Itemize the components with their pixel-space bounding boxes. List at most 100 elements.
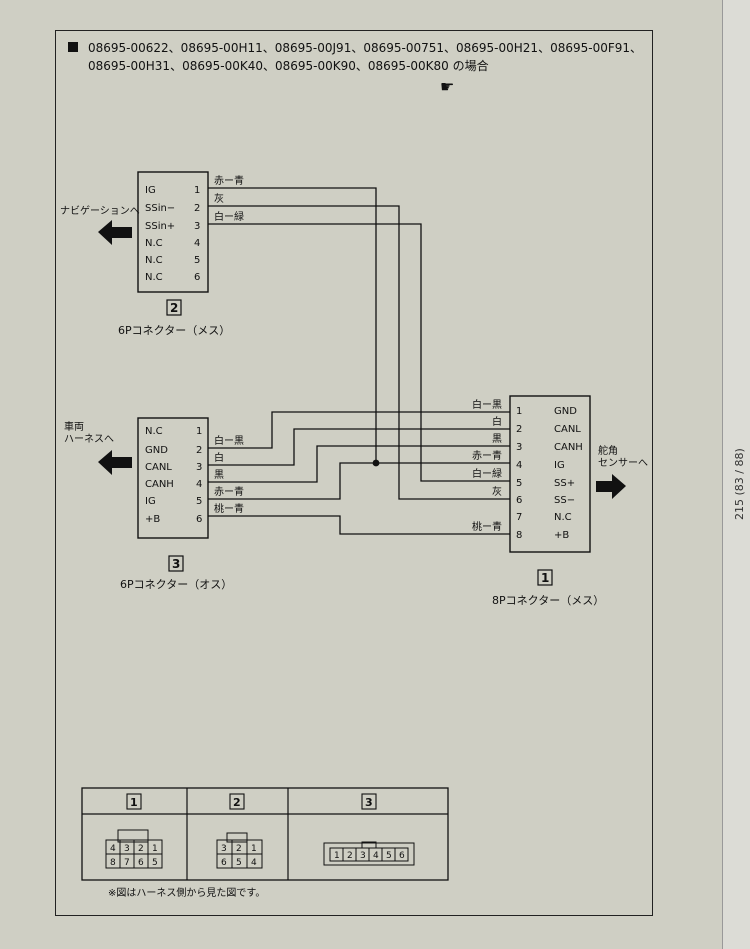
arrow-to-vehicle-harness-icon <box>98 450 132 475</box>
c1-pin3-label: CANH <box>554 442 583 453</box>
c3-wire6-color: 桃ー青 <box>214 502 244 515</box>
c2-pin4-label: N.C <box>145 238 163 249</box>
connector-2-pins: IG SSin− SSin+ N.C N.C N.C 1 2 3 4 5 6 <box>145 185 200 283</box>
c1-pin5-num: 5 <box>516 478 522 489</box>
document-frame <box>55 30 653 916</box>
c3-pin2-num: 2 <box>196 445 202 456</box>
c3-wire2-color: 白ー黒 <box>214 434 244 447</box>
c2-pin2-label: SSin− <box>145 203 175 214</box>
connector-3-number: 3 <box>172 557 180 571</box>
connector-3-number-box <box>168 555 184 572</box>
c1-pin2-label: CANL <box>554 424 581 435</box>
wire-c3-2-gnd <box>208 411 510 449</box>
c1-face-bottom-3: 5 <box>152 858 158 868</box>
c3-face-0: 1 <box>334 851 340 861</box>
header-bullet <box>68 42 78 52</box>
c2-pin3-num: 3 <box>194 221 200 232</box>
connector-2-body <box>137 171 209 293</box>
face-table-border <box>81 787 449 881</box>
c3-pin6-num: 6 <box>196 514 202 525</box>
wire-c3-6-plus-b <box>208 515 510 535</box>
connector-1-caption: 8Pコネクター（メス） <box>492 594 604 607</box>
c1-pin2-num: 2 <box>516 424 522 435</box>
c2-wire3-color: 白ー緑 <box>214 210 244 223</box>
page-indicator: 215 (83 / 88) <box>733 448 746 520</box>
wire-labels: 赤ー青 灰 白ー緑 白ー黒 白 黒 赤ー青 桃ー青 白ー黒 白 黒 赤ー青 白ー… <box>214 174 502 533</box>
c1-pin6-num: 6 <box>516 495 522 506</box>
c1-face-bottom-0: 8 <box>110 858 116 868</box>
wire-c2-3-ssin-plus <box>208 223 510 482</box>
connector-1-destination-line1: 舵角 <box>598 444 618 457</box>
c1-wire4-color: 赤ー青 <box>472 449 502 462</box>
connector-1-number: 1 <box>541 571 549 585</box>
c2-face-bottom-1: 5 <box>236 858 242 868</box>
c3-pin3-num: 3 <box>196 462 202 473</box>
header-line1: 08695-00622、08695-00H11、08695-00J91、0869… <box>88 41 642 55</box>
c1-pin7-num: 7 <box>516 512 522 523</box>
connector-1-body <box>509 395 591 553</box>
wire-c3-5-ig <box>208 462 510 500</box>
wire-junction-dot <box>372 459 380 467</box>
connector-1-pins: 1 2 3 4 5 6 7 8 GND CANL CANH IG SS+ SS−… <box>516 406 583 541</box>
c3-pin3-label: CANL <box>145 462 172 473</box>
c3-pin1-label: N.C <box>145 426 163 437</box>
connector-2-face <box>216 832 263 869</box>
c2-pin5-label: N.C <box>145 255 163 266</box>
c2-pin2-num: 2 <box>194 203 200 214</box>
pointing-hand-icon: ☛ <box>440 77 454 96</box>
connector-2-number: 2 <box>170 301 178 315</box>
connector-2-caption: 6Pコネクター（メス） <box>118 324 230 337</box>
c2-pin3-label: SSin+ <box>145 221 175 232</box>
c3-pin6-label: +B <box>145 514 160 525</box>
c1-wire8-color: 桃ー青 <box>472 520 502 533</box>
c1-face-top-1: 3 <box>124 844 130 854</box>
connector-3-destination-line2: ハーネスへ <box>64 433 114 445</box>
c2-face-top-1: 2 <box>236 844 242 854</box>
c1-wire2-color: 白 <box>492 415 502 428</box>
connector-2-destination: ナビゲーションへ <box>60 205 140 217</box>
c3-face-5: 6 <box>399 851 405 861</box>
wires <box>208 187 510 535</box>
c3-pin4-label: CANH <box>145 479 174 490</box>
harness-view-note: ※図はハーネス側から見た図です。 <box>108 886 265 899</box>
c2-pin1-label: IG <box>145 185 156 196</box>
document-page <box>0 0 722 949</box>
c1-pin7-label: N.C <box>554 512 572 523</box>
c3-wire3-color: 白 <box>214 451 224 464</box>
connector-3-pins: N.C GND CANL CANH IG +B 1 2 3 4 5 6 <box>145 426 202 525</box>
c3-pin5-num: 5 <box>196 496 202 507</box>
connector-3-face <box>323 841 415 866</box>
c3-pin5-label: IG <box>145 496 156 507</box>
c1-pin1-num: 1 <box>516 406 522 417</box>
c2-face-top-0: 3 <box>221 844 227 854</box>
c2-face-bottom-0: 6 <box>221 858 227 868</box>
c3-wire5-color: 赤ー青 <box>214 485 244 498</box>
connector-3-body <box>137 417 209 539</box>
c1-face-top-3: 1 <box>152 844 158 854</box>
face-header-2: 2 <box>233 796 241 809</box>
c1-pin5-label: SS+ <box>554 478 575 489</box>
viewer-sidebar[interactable] <box>722 0 750 949</box>
connector-face-table: 1 2 3 4 3 2 1 8 7 6 5 3 2 1 <box>81 787 449 881</box>
wiring-diagram: 08695-00622、08695-00H11、08695-00J91、0869… <box>60 41 648 899</box>
c1-wire5-color: 白ー緑 <box>472 467 502 480</box>
c2-pin6-label: N.C <box>145 272 163 283</box>
c1-face-top-0: 4 <box>110 844 116 854</box>
wire-c2-1-ig <box>208 187 377 463</box>
connector-1-destination-line2: センサーへ <box>598 457 648 469</box>
c2-wire1-color: 赤ー青 <box>214 174 244 187</box>
c3-pin4-num: 4 <box>196 479 202 490</box>
c1-face-top-2: 2 <box>138 844 144 854</box>
c3-face-4: 5 <box>386 851 392 861</box>
c3-face-3: 4 <box>373 851 379 861</box>
c1-pin6-label: SS− <box>554 495 575 506</box>
c2-pin6-num: 6 <box>194 272 200 283</box>
c3-wire4-color: 黒 <box>214 469 224 481</box>
c3-pin2-label: GND <box>145 445 168 456</box>
c2-pin4-num: 4 <box>194 238 200 249</box>
c2-face-bottom-2: 4 <box>251 858 257 868</box>
connector-3-caption: 6Pコネクター（オス） <box>120 578 232 591</box>
connector-2-number-box <box>166 299 182 316</box>
c2-wire2-color: 灰 <box>214 192 224 205</box>
wire-c3-4-canh <box>208 445 510 483</box>
